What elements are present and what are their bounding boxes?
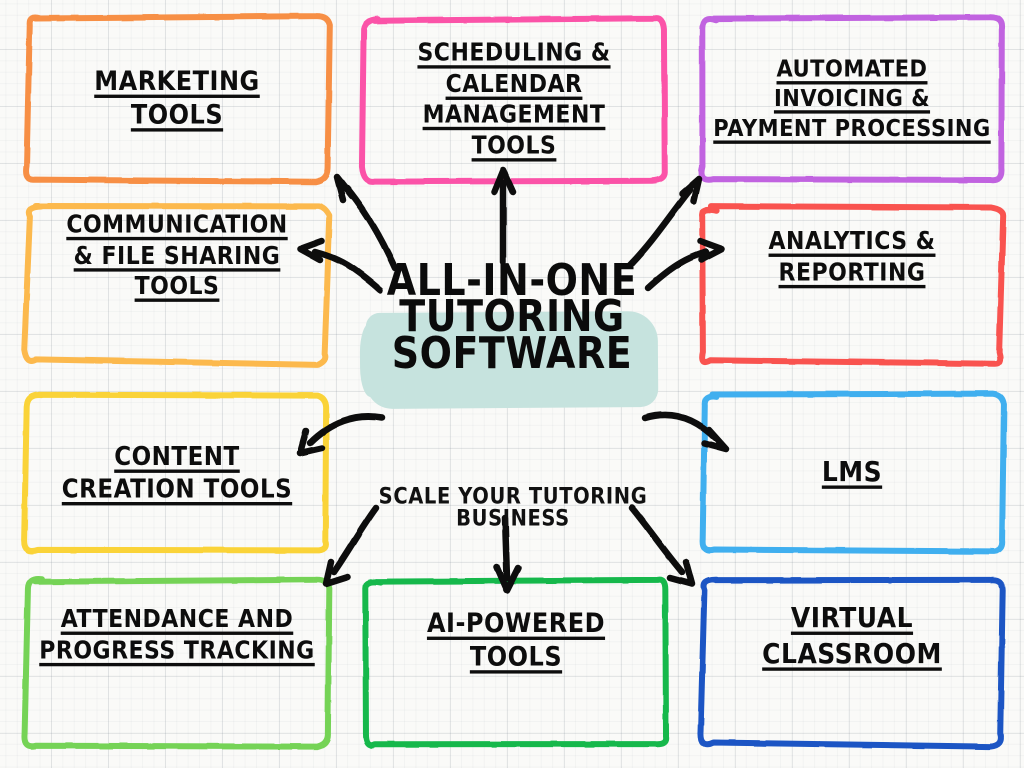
- node-outline-virtual-classroom: [697, 576, 1006, 750]
- node-label-line: & FILE SHARING: [73, 242, 281, 271]
- node-label-line: TOOLS: [469, 641, 563, 673]
- arrow-to-ai-powered: [493, 514, 522, 594]
- node-label-line: CREATION TOOLS: [61, 474, 293, 504]
- node-label-line: INVOICING &: [773, 85, 931, 113]
- node-outline-ai-powered-tools: [362, 576, 670, 749]
- node-label-line: MARKETING: [94, 65, 260, 97]
- node-label-line: AI-POWERED: [426, 607, 606, 639]
- node-label-line: PAYMENT PROCESSING: [713, 114, 991, 142]
- tagline: SCALE YOUR TUTORING BUSINESS: [358, 483, 668, 532]
- arrow-to-communication: [296, 237, 384, 294]
- node-label-line: COMMUNICATION: [66, 211, 288, 240]
- arrow-to-analytics: [644, 237, 726, 292]
- node-label-line: MANAGEMENT: [422, 101, 606, 130]
- node-outline-automated-invoicing-payment-processing: [698, 14, 1006, 184]
- node-label-analytics-reporting: ANALYTICS &REPORTING: [769, 227, 936, 289]
- node-label-line: VIRTUAL: [790, 601, 914, 634]
- node-outline-analytics-reporting: [699, 203, 1007, 367]
- node-label-line: TOOLS: [471, 132, 557, 161]
- node-outline-marketing-tools: [23, 13, 333, 185]
- arrow-to-marketing-tools: [333, 173, 399, 272]
- arrow-to-virtual-classroom: [628, 504, 696, 588]
- node-label-line: LMS: [821, 454, 883, 488]
- node-outline-scheduling-calendar-management-tools: [358, 15, 668, 185]
- node-label-line: AUTOMATED: [776, 55, 928, 83]
- node-label-line: CONTENT: [114, 442, 240, 472]
- node-lms[interactable]: LMS: [702, 394, 1002, 549]
- arrow-to-content-creation: [296, 413, 386, 457]
- node-label-line: REPORTING: [778, 258, 926, 287]
- node-label-line: CLASSROOM: [762, 636, 942, 670]
- arrow-to-lms: [641, 411, 730, 453]
- tagline-line-1: SCALE YOUR TUTORING: [378, 483, 648, 510]
- node-outline-communication-file-sharing-tools: [21, 202, 333, 368]
- node-label-line: ANALYTICS &: [768, 227, 936, 256]
- node-label-line: PROGRESS TRACKING: [39, 636, 315, 665]
- arrow-to-scheduling: [490, 166, 517, 266]
- node-outline-content-creation-tools: [21, 391, 330, 555]
- tagline-line-2: BUSINESS: [456, 505, 570, 532]
- node-label-line: CALENDAR: [445, 70, 583, 99]
- node-outline-lms: [699, 390, 1007, 555]
- node-label-line: TOOLS: [134, 273, 220, 302]
- node-label-line: TOOLS: [130, 99, 224, 131]
- node-analytics-reporting[interactable]: ANALYTICS &REPORTING: [702, 208, 1002, 363]
- node-label-line: ATTENDANCE AND: [60, 605, 294, 634]
- arrow-to-attendance: [322, 504, 380, 588]
- node-label-lms: LMS: [822, 454, 882, 489]
- node-label-line: SCHEDULING &: [417, 39, 611, 68]
- arrow-to-automated-invoicing: [626, 175, 703, 269]
- headline-highlight: [365, 310, 659, 410]
